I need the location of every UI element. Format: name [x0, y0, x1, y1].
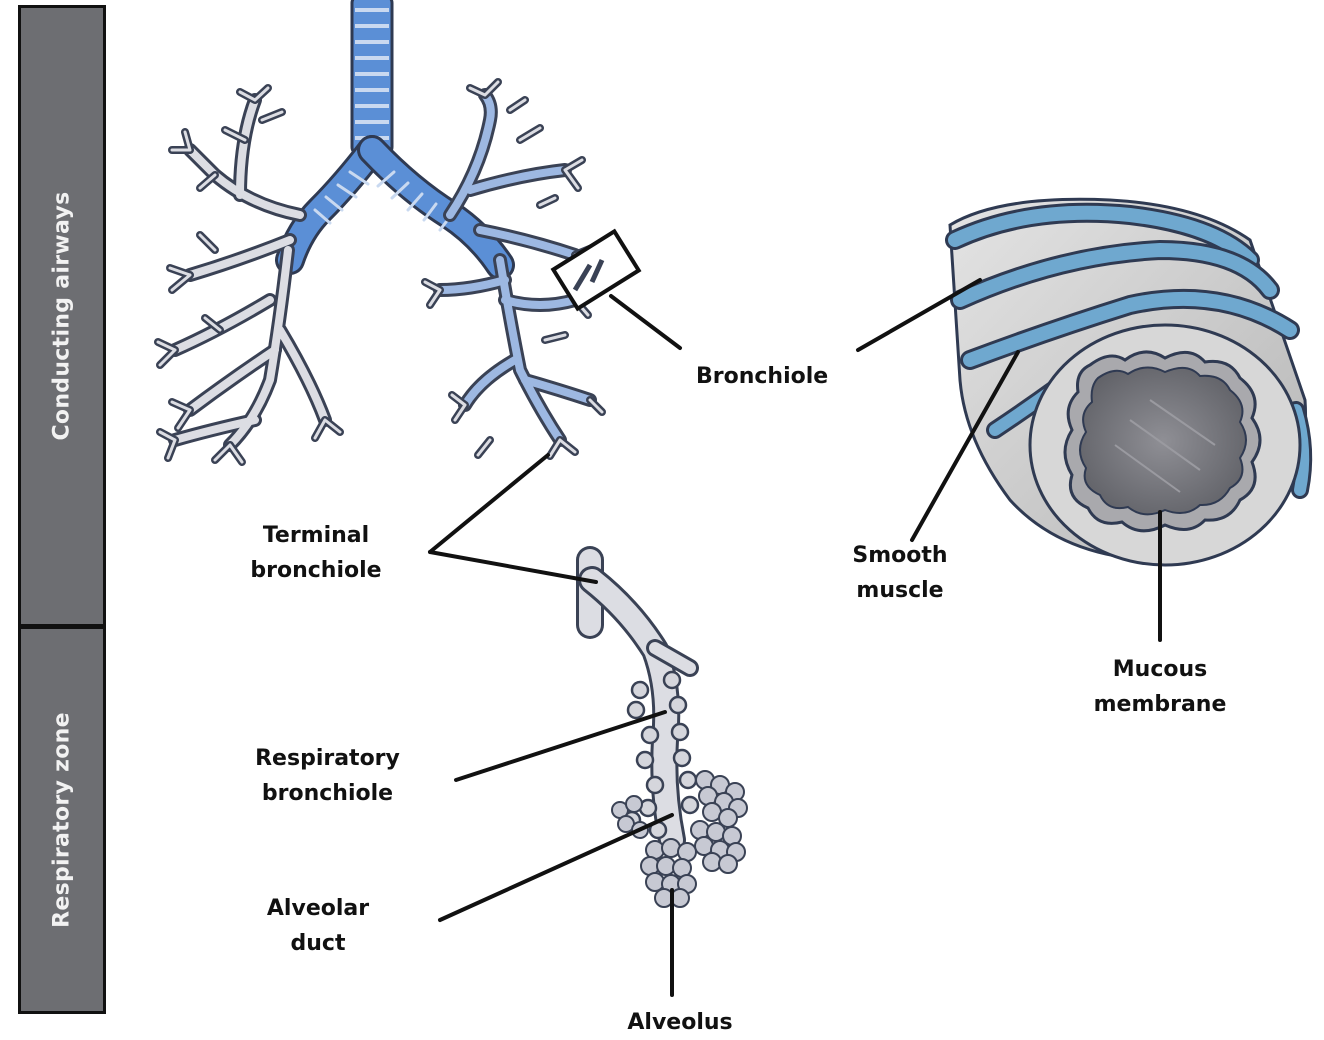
- smooth-muscle-label: Smooth muscle: [830, 538, 970, 608]
- bronchial-tree: [158, 0, 639, 462]
- alveolar-sac-2: [691, 821, 745, 873]
- bronchiole-leader: [611, 296, 680, 348]
- mucous-membrane-line-2: membrane: [1080, 687, 1240, 722]
- smooth-muscle-line-1: Smooth: [830, 538, 970, 573]
- bronchiole-text: Bronchiole: [696, 359, 828, 394]
- bronchiole-label: Bronchiole: [696, 359, 828, 394]
- terminal-bronchiole-line-2: bronchiole: [236, 553, 396, 588]
- alveolus-text: Alveolus: [610, 1005, 750, 1040]
- left-bronchial-branches: [158, 88, 340, 462]
- alveolar-sac-1: [696, 771, 747, 827]
- respiratory-bronchiole-line-1: Respiratory: [240, 741, 415, 776]
- trachea: [352, 0, 392, 155]
- terminal-bronchiole-leader-b: [430, 552, 596, 582]
- terminal-bronchiole-line-1: Terminal: [236, 518, 396, 553]
- terminal-bronchiole-leader-a: [430, 455, 548, 552]
- smooth-muscle-line-2: muscle: [830, 573, 970, 608]
- bronchiole-cross-section: [950, 199, 1306, 565]
- respiratory-unit: [590, 560, 747, 907]
- alveolar-duct-leader: [440, 815, 672, 920]
- alveolar-duct-label: Alveolar duct: [248, 891, 388, 961]
- respiratory-bronchiole-leader: [456, 712, 665, 780]
- terminal-bronchiole-label: Terminal bronchiole: [236, 518, 396, 588]
- alveolus-label: Alveolus: [610, 1005, 750, 1040]
- respiratory-bronchiole-label: Respiratory bronchiole: [240, 741, 415, 811]
- alveolar-duct-line-2: duct: [248, 926, 388, 961]
- alveolar-sac-4: [612, 796, 648, 838]
- alveolar-duct-line-1: Alveolar: [248, 891, 388, 926]
- mucous-membrane-line-1: Mucous: [1080, 652, 1240, 687]
- respiratory-bronchiole-line-2: bronchiole: [240, 776, 415, 811]
- alveolar-sac-3: [641, 839, 696, 907]
- mucous-membrane-label: Mucous membrane: [1080, 652, 1240, 722]
